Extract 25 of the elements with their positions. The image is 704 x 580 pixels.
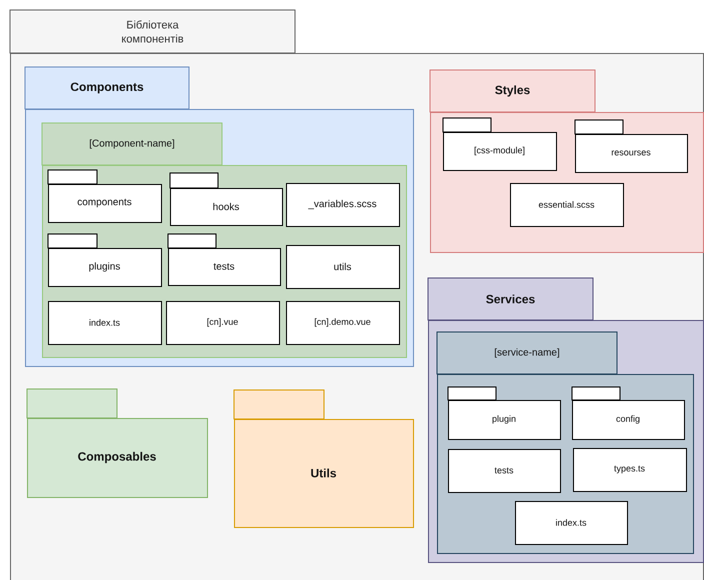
- file-box: index.ts: [48, 301, 162, 345]
- package-folder: plugin: [448, 386, 561, 440]
- file-box: utils: [286, 245, 400, 289]
- package-folder: hooks: [170, 172, 283, 226]
- package-folder: plugins: [48, 234, 162, 287]
- node-label: Services: [486, 294, 535, 304]
- file-box: index.ts: [515, 501, 628, 545]
- file-box: [cn].vue: [166, 301, 280, 345]
- node-label: [service-name]: [494, 348, 560, 358]
- node-label: Components: [70, 82, 144, 94]
- node-label: Styles: [495, 85, 530, 97]
- package-folder: Composables: [26, 388, 208, 498]
- file-box: essential.scss: [510, 183, 624, 227]
- file-box: [cn].demo.vue: [286, 301, 400, 345]
- package-folder: resourses: [574, 120, 688, 173]
- node-label: Бібліотека компонентів: [122, 20, 184, 43]
- file-box: _variables.scss: [286, 183, 400, 227]
- file-box: tests: [448, 449, 561, 493]
- node-label: [Component-name]: [90, 139, 174, 149]
- package-folder: config: [572, 386, 685, 440]
- package-folder: [css-module]: [442, 118, 557, 171]
- package-folder: components: [48, 170, 162, 223]
- file-box: types.ts: [573, 448, 687, 492]
- package-folder: Utils: [234, 390, 414, 528]
- package-folder: tests: [168, 234, 281, 286]
